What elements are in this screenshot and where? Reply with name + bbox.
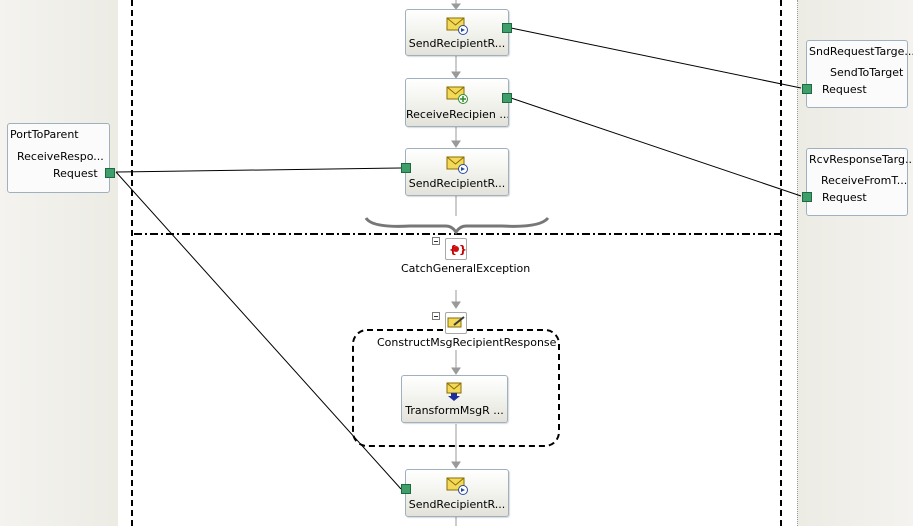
send-port-connector-icon[interactable] xyxy=(401,163,411,173)
port-message: Request xyxy=(53,167,98,180)
port-connector-icon[interactable] xyxy=(802,192,812,202)
port-name: PortToParent xyxy=(10,128,79,141)
send-recipient-shape-2[interactable]: SendRecipientR... xyxy=(405,148,509,196)
port-binding-lines xyxy=(115,27,802,490)
rcv-response-target-port[interactable]: RcvResponseTarg... ReceiveFromT... Reque… xyxy=(802,148,913,216)
shape-label: SendRecipientR... xyxy=(408,498,506,511)
envelope-send-icon xyxy=(446,17,468,35)
port-operation: SendToTarget xyxy=(830,66,904,79)
envelope-send-icon xyxy=(446,156,468,174)
port-operation: ReceiveRespo... xyxy=(17,150,104,163)
send-port-connector-icon[interactable] xyxy=(401,484,411,494)
flow-lines xyxy=(450,0,462,526)
receive-recipient-shape[interactable]: ReceiveRecipien ... xyxy=(405,78,509,127)
send-port-connector-icon[interactable] xyxy=(502,23,512,33)
construct-message-icon[interactable] xyxy=(445,312,467,334)
port-message: Request xyxy=(822,83,867,96)
shape-label: ReceiveRecipien ... xyxy=(406,108,508,121)
port-name: SndRequestTarge... xyxy=(809,45,913,58)
svg-text:{: { xyxy=(449,243,457,256)
svg-text:}: } xyxy=(459,243,466,256)
port-name: RcvResponseTarg... xyxy=(809,153,913,166)
port-operation: ReceiveFromT... xyxy=(821,174,908,187)
snd-request-target-port[interactable]: SndRequestTarge... SendToTarget Request xyxy=(802,40,913,108)
exception-catch-icon[interactable]: { } xyxy=(445,238,467,260)
port-message: Request xyxy=(822,191,867,204)
port-connector-icon[interactable] xyxy=(802,84,812,94)
receive-port-connector-icon[interactable] xyxy=(502,93,512,103)
envelope-send-icon xyxy=(446,477,468,495)
port-connector-icon[interactable] xyxy=(105,168,115,178)
construct-collapse-toggle[interactable] xyxy=(432,312,440,320)
construct-boundary xyxy=(352,329,560,447)
send-recipient-shape-1[interactable]: SendRecipientR... xyxy=(405,9,509,56)
envelope-receive-icon xyxy=(446,86,468,104)
construct-scope-label: ConstructMsgRecipientResponse xyxy=(377,336,557,349)
shape-label: SendRecipientR... xyxy=(408,177,506,190)
port-to-parent[interactable]: PortToParent ReceiveRespo... Request xyxy=(7,123,115,193)
scope-brace xyxy=(364,216,550,235)
transform-shape[interactable]: TransformMsgR ... xyxy=(401,375,508,423)
shape-label: TransformMsgR ... xyxy=(405,404,504,417)
catch-collapse-toggle[interactable] xyxy=(432,237,440,245)
envelope-transform-icon xyxy=(446,382,461,401)
shape-label: SendRecipientR... xyxy=(408,37,506,50)
left-port-surface xyxy=(0,0,118,526)
catch-scope-label: CatchGeneralException xyxy=(401,262,531,275)
send-recipient-shape-3[interactable]: SendRecipientR... xyxy=(405,469,509,517)
